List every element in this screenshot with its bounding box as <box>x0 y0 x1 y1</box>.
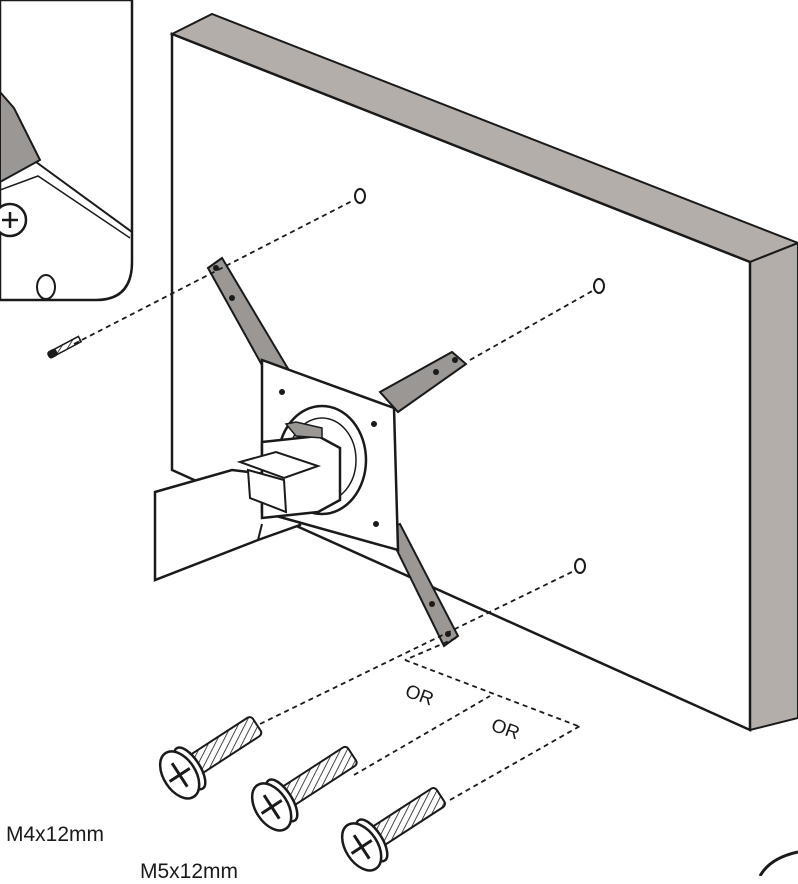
small-screw-icon <box>47 335 83 359</box>
screw-third-icon <box>340 787 446 872</box>
corner-arc-icon <box>758 850 798 876</box>
screw-m4-icon <box>158 716 263 800</box>
inset-detail-panel <box>0 0 134 302</box>
inset-hole-icon <box>36 274 56 300</box>
or-label-1: OR <box>402 681 436 710</box>
screw-size-label-m4: M4x12mm <box>6 823 105 846</box>
mount-head <box>236 421 342 520</box>
wall-hole-bottom-icon <box>574 558 586 574</box>
guide-lines <box>73 199 595 801</box>
screw-m5-icon <box>250 745 358 832</box>
or-label-2: OR <box>488 715 522 744</box>
screw-size-label-m5: M5x12mm <box>140 860 239 883</box>
wall-panel <box>169 12 798 732</box>
wall-hole-right-icon <box>593 278 605 294</box>
wall-hole-top-icon <box>354 188 366 204</box>
